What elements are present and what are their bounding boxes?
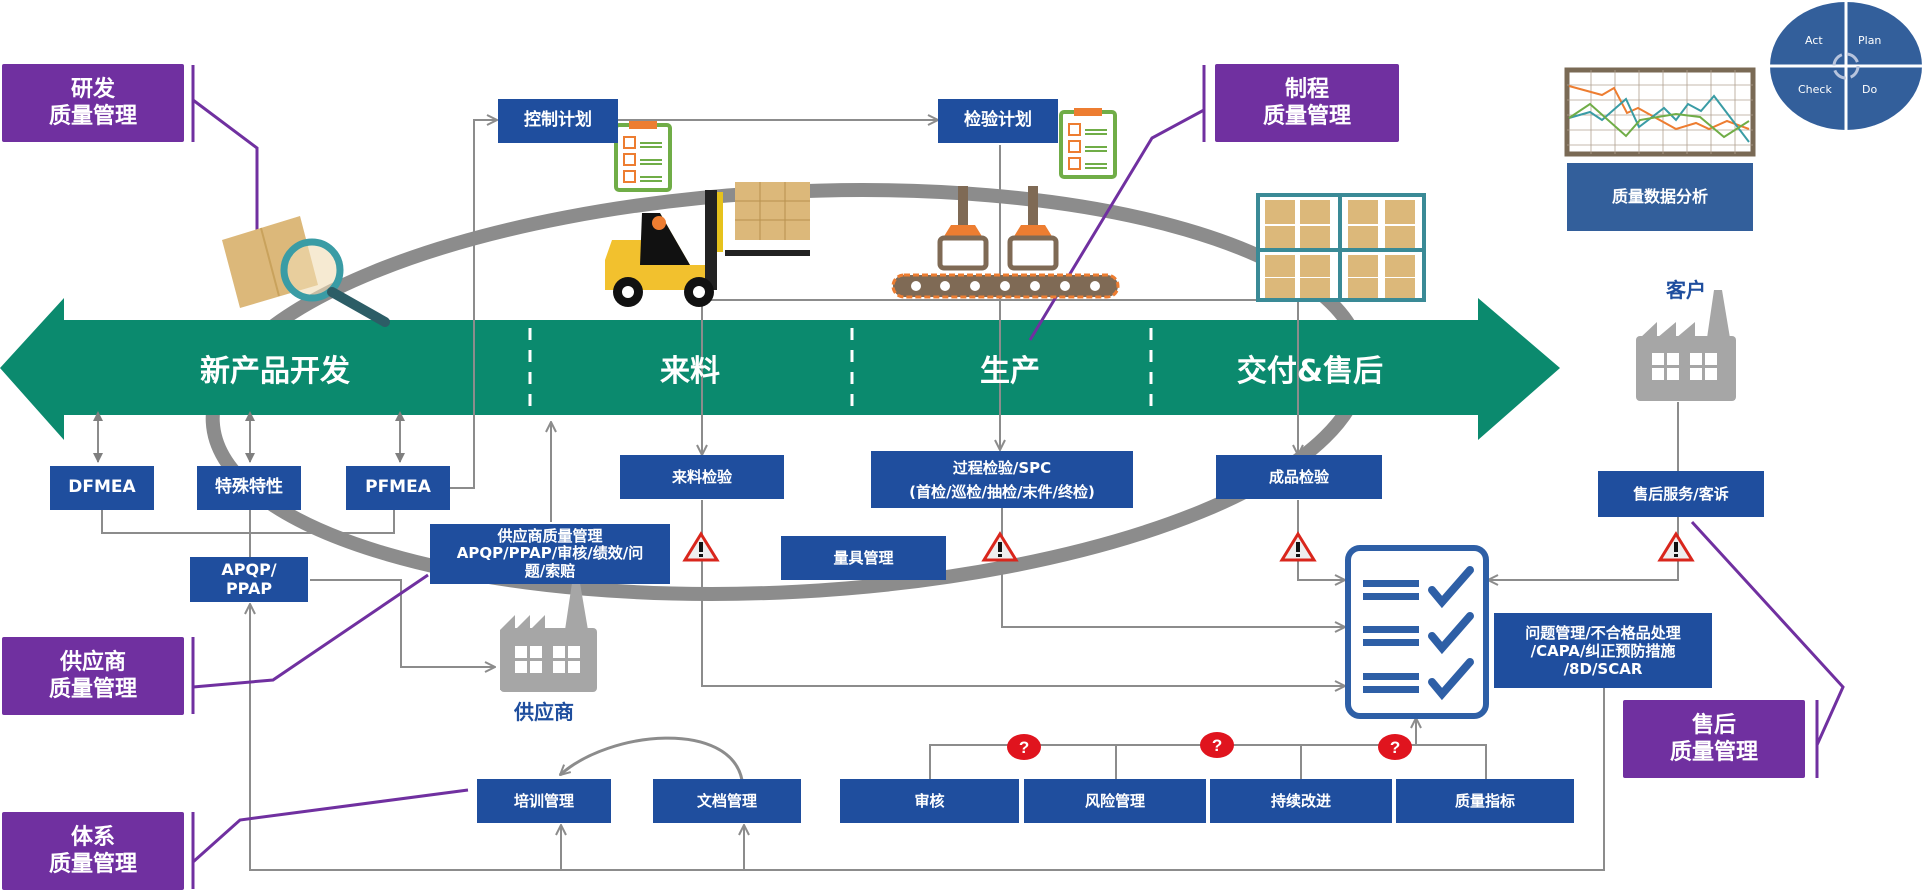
control-plan-box[interactable]: 控制计划 bbox=[498, 99, 618, 143]
ppap-line: PPAP bbox=[225, 578, 273, 598]
aftersales-complaints-box[interactable]: 售后服务/客诉 bbox=[1598, 471, 1764, 517]
warning-icon bbox=[981, 531, 1019, 562]
pdca-cycle bbox=[1768, 0, 1922, 132]
stage-delivery-aftersales: 交付&售后 bbox=[1236, 354, 1384, 389]
incoming-inspection-box[interactable]: 来料检验 bbox=[620, 455, 784, 499]
customer-factory-icon bbox=[1636, 290, 1736, 401]
supplier-qm-items-cont: 题/索赔 bbox=[524, 561, 576, 580]
pdca-plan-label: Plan bbox=[1858, 34, 1882, 47]
apqp-ppap-box[interactable]: APQP/ PPAP bbox=[190, 557, 308, 602]
stage-production: 生产 bbox=[980, 354, 1040, 389]
category-title: 体系 bbox=[70, 824, 115, 850]
checklist-icon bbox=[1345, 545, 1489, 719]
issue-mgmt-line1: 问题管理/不合格品处理 bbox=[1525, 623, 1681, 642]
issue-mgmt-line3: /8D/SCAR bbox=[1563, 659, 1643, 678]
process-inspection-title: 过程检验/SPC bbox=[952, 458, 1052, 477]
category-supplier-quality[interactable]: 供应商 质量管理 bbox=[2, 637, 184, 715]
document-management-box[interactable]: 文档管理 bbox=[653, 779, 801, 823]
issue-mgmt-line2: /CAPA/纠正预防措施 bbox=[1530, 641, 1676, 660]
category-title: 制程 bbox=[1284, 76, 1329, 102]
question-icon: ? bbox=[1378, 734, 1412, 760]
special-characteristics-box[interactable]: 特殊特性 bbox=[197, 466, 301, 510]
category-subtitle: 质量管理 bbox=[1262, 104, 1351, 129]
conveyor-icon bbox=[891, 186, 1120, 299]
question-icon: ? bbox=[1200, 732, 1234, 758]
continuous-improvement-box[interactable]: 持续改进 bbox=[1210, 779, 1392, 823]
forklift-icon bbox=[605, 182, 810, 307]
risk-management-box[interactable]: 风险管理 bbox=[1024, 779, 1206, 823]
warning-icon bbox=[1279, 531, 1317, 562]
gauge-management-box[interactable]: 量具管理 bbox=[781, 536, 946, 580]
customer-label: 客户 bbox=[1666, 278, 1706, 302]
pdca-act-label: Act bbox=[1805, 34, 1823, 47]
category-system-quality[interactable]: 体系 质量管理 bbox=[2, 812, 184, 890]
supplier-qm-items: APQP/PPAP/审核/绩效/问 bbox=[456, 544, 644, 563]
inspection-plan-box[interactable]: 检验计划 bbox=[938, 99, 1058, 143]
svg-text:?: ? bbox=[1390, 738, 1400, 757]
pdca-do-label: Do bbox=[1862, 83, 1878, 96]
quality-data-analysis-box[interactable]: 质量数据分析 bbox=[1567, 163, 1753, 231]
category-subtitle: 质量管理 bbox=[48, 677, 137, 702]
category-aftersales-quality[interactable]: 售后 质量管理 bbox=[1623, 700, 1805, 778]
training-management-box[interactable]: 培训管理 bbox=[477, 779, 611, 823]
supplier-label: 供应商 bbox=[514, 700, 574, 724]
pdca-check-label: Check bbox=[1798, 83, 1832, 96]
svg-text:?: ? bbox=[1019, 738, 1029, 757]
apqp-line: APQP/ bbox=[221, 560, 277, 580]
stage-incoming: 来料 bbox=[660, 354, 720, 389]
category-subtitle: 质量管理 bbox=[48, 852, 137, 877]
process-inspection-spc-box[interactable]: 过程检验/SPC (首检/巡检/抽检/末件/终检) bbox=[871, 451, 1133, 508]
category-process-quality[interactable]: 制程 质量管理 bbox=[1215, 64, 1399, 142]
quality-metrics-box[interactable]: 质量指标 bbox=[1396, 779, 1574, 823]
category-subtitle: 质量管理 bbox=[48, 104, 137, 129]
svg-text:?: ? bbox=[1212, 736, 1222, 755]
pfmea-box[interactable]: PFMEA bbox=[346, 466, 450, 510]
clipboard-icon bbox=[1059, 108, 1117, 179]
category-title: 供应商 bbox=[59, 649, 126, 675]
stage-new-product-dev: 新产品开发 bbox=[200, 354, 350, 389]
category-leaders bbox=[191, 65, 1845, 889]
trend-chart-icon bbox=[1564, 67, 1756, 157]
warehouse-shelf-icon bbox=[1256, 193, 1426, 302]
issue-management-box[interactable]: 问题管理/不合格品处理 /CAPA/纠正预防措施 /8D/SCAR bbox=[1494, 613, 1712, 688]
product-inspection-icon bbox=[222, 216, 390, 327]
category-rd-quality[interactable]: 研发 质量管理 bbox=[2, 64, 184, 142]
supplier-qm-title: 供应商质量管理 bbox=[497, 527, 603, 546]
warning-icon bbox=[682, 531, 720, 562]
category-subtitle: 质量管理 bbox=[1669, 740, 1758, 765]
audit-box[interactable]: 审核 bbox=[840, 779, 1019, 823]
category-title: 售后 bbox=[1691, 712, 1736, 738]
dfmea-box[interactable]: DFMEA bbox=[50, 466, 154, 510]
warning-icon bbox=[1657, 531, 1695, 562]
value-stream-arrow bbox=[0, 298, 1560, 440]
process-inspection-types: (首检/巡检/抽检/末件/终检) bbox=[909, 482, 1095, 501]
category-title: 研发 bbox=[70, 76, 115, 102]
clipboard-icon bbox=[614, 121, 672, 192]
question-icon: ? bbox=[1007, 734, 1041, 760]
supplier-qm-box[interactable]: 供应商质量管理 APQP/PPAP/审核/绩效/问 题/索赔 bbox=[430, 524, 670, 584]
supplier-factory-icon bbox=[500, 583, 597, 692]
final-inspection-box[interactable]: 成品检验 bbox=[1216, 455, 1382, 499]
